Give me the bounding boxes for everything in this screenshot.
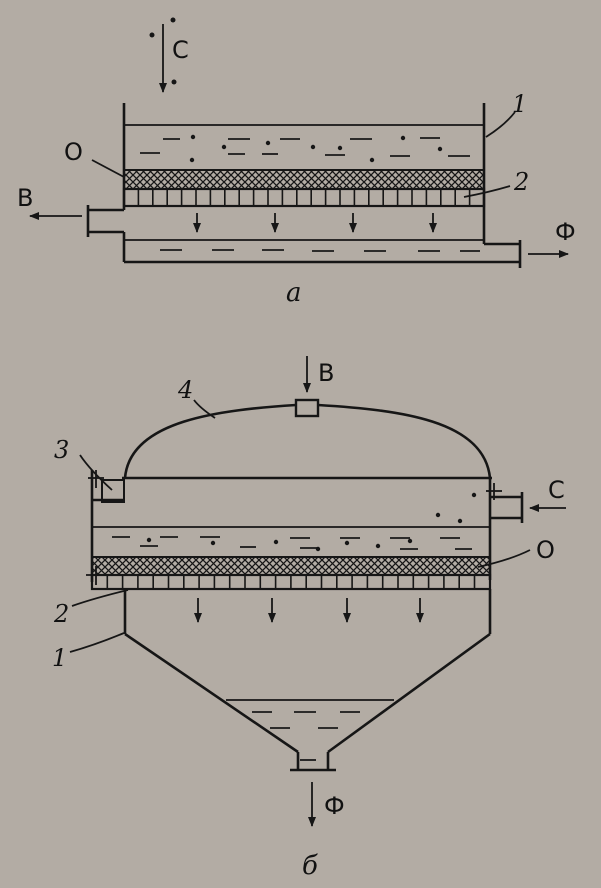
housing-leader-b <box>69 632 125 653</box>
partition-label-b: 2 <box>53 600 69 628</box>
housing-label-b: 1 <box>52 644 67 672</box>
filter-partition-b <box>90 573 492 591</box>
sediment-layer-b <box>91 556 491 576</box>
suspension-a <box>140 134 470 163</box>
sediment-layer-a <box>123 169 485 190</box>
partition-label-a: 2 <box>513 168 529 196</box>
filtrate-flow-arrows-b <box>194 598 424 623</box>
feed-label-a: С <box>172 36 189 64</box>
sediment-leader-b <box>477 549 531 568</box>
caption-a: а <box>286 278 302 308</box>
lid-leader-b <box>193 399 216 419</box>
housing-label-a: 1 <box>512 90 527 118</box>
feed-label-b: С <box>548 476 565 504</box>
diagram-a: С <box>17 17 576 308</box>
dome-lid-b <box>122 398 492 480</box>
filtrate-liquid-a <box>124 239 484 252</box>
filtrate-flow-arrows-a <box>193 213 437 233</box>
sediment-label-b: О <box>536 536 555 564</box>
filtrate-liquid-b <box>226 699 394 761</box>
housing-leader-a <box>485 111 516 138</box>
flange-leader-b <box>79 454 113 491</box>
flange-label-b: 3 <box>54 436 69 464</box>
partition-leader-b <box>71 589 129 607</box>
filtrate-label-b: Ф <box>324 792 345 820</box>
housing-cone-b <box>123 589 492 772</box>
diagram-b: В С <box>52 356 566 881</box>
sediment-leader-a <box>91 159 125 178</box>
caption-b: б <box>302 851 318 881</box>
housing-a <box>86 103 522 268</box>
sediment-label-a: О <box>64 138 83 166</box>
lid-label-b: 4 <box>177 376 193 404</box>
wash-label-a: В <box>17 184 33 212</box>
suspension-b <box>92 492 490 552</box>
wash-label-b: В <box>318 359 334 387</box>
filter-partition-a <box>122 187 486 208</box>
feed-arrow-a <box>149 17 177 93</box>
partition-leader-a <box>463 185 511 198</box>
filtrate-label-a: Ф <box>555 218 576 246</box>
